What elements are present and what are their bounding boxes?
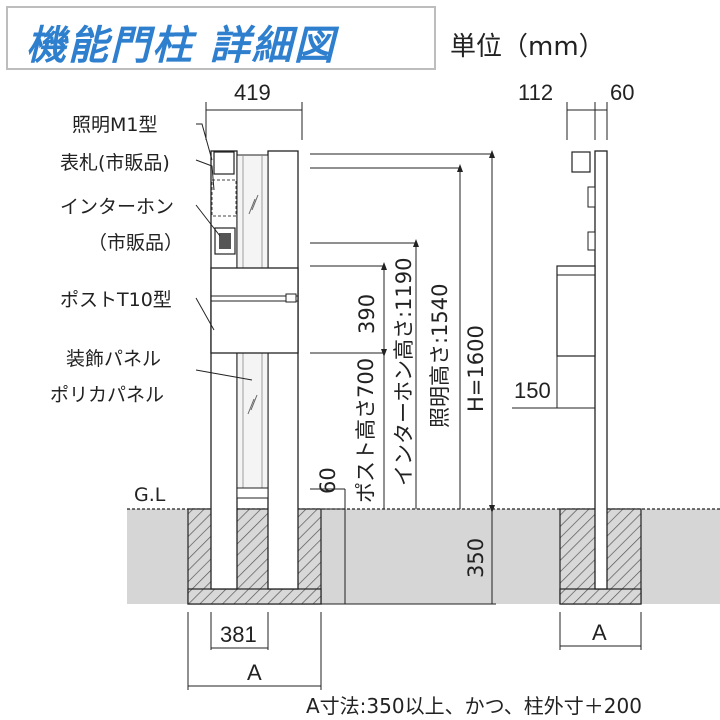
side-light [571,151,591,173]
dim-112: 112 [518,80,554,105]
dim-419: 419 [234,80,271,105]
footnote: A寸法:350以上、かつ、柱外寸＋200 [306,694,642,718]
title-box: 機能門柱 詳細図 [6,6,436,70]
post-t10 [210,267,299,354]
label-intercom-sub: （市販品） [88,232,184,254]
dim-150: 150 [514,378,551,403]
dim-a-front: A [247,660,262,685]
dim-60-side: 60 [610,80,635,105]
front-foundation [187,508,322,605]
dim-390: 390 [355,293,379,334]
label-nameplate: 表札(市販品) [60,152,170,174]
label-light: 照明M1型 [72,114,158,136]
side-mailbox [556,265,596,357]
label-intercom: インターホン [60,196,175,218]
label-post: ポストT10型 [60,289,172,311]
nameplate [211,179,237,217]
dim-a-side: A [592,620,607,645]
side-post [594,150,608,590]
height-intercom: インターホン高さ:1190 [392,257,416,486]
front-foundation-base [187,588,322,605]
unit-label: 単位（mm） [450,32,605,62]
height-total: H=1600 [464,325,488,412]
page-title: 機能門柱 詳細図 [26,23,336,69]
light-m1 [213,151,235,175]
height-post: ポスト高さ700 [354,357,378,503]
dim-381: 381 [220,622,257,647]
label-gl: G.L [134,484,166,506]
label-panel: 装飾パネル [66,348,162,370]
front-post-right [267,150,299,590]
height-light: 照明高さ:1540 [428,283,452,428]
label-poly: ポリカパネル [50,384,165,406]
front-post-left [210,150,238,590]
dim-60: 60 [316,467,340,494]
dim-350: 350 [464,537,488,578]
